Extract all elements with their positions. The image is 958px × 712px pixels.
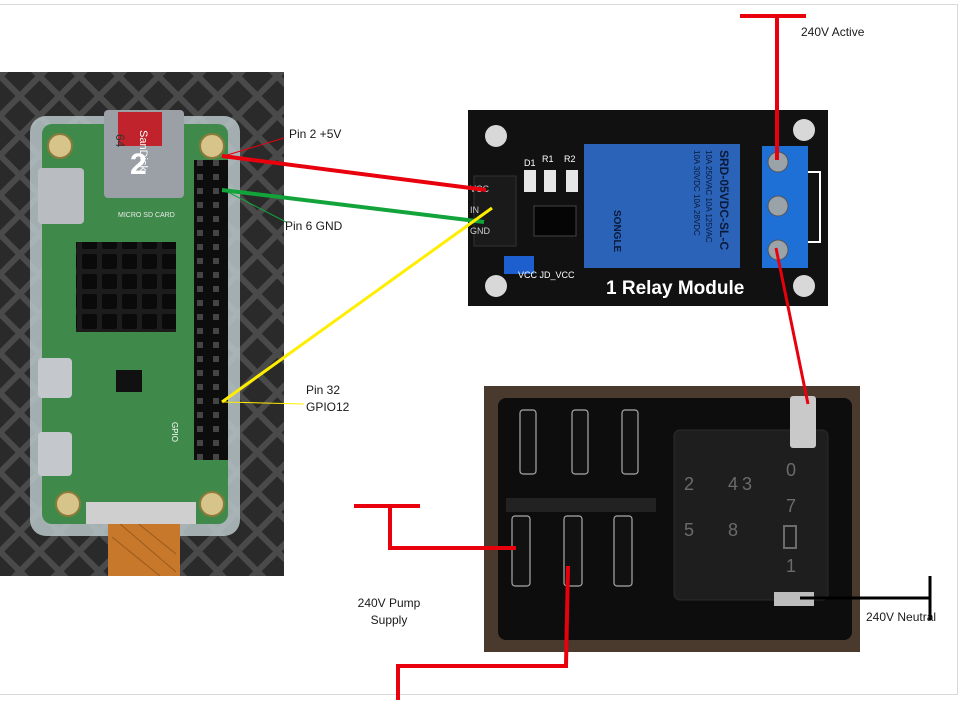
- wire-gpio: [221, 206, 493, 404]
- wire-5v: [221, 154, 487, 192]
- switch-num-5: 5: [684, 520, 694, 540]
- switch-bar: [506, 498, 656, 512]
- standoff-tl: [47, 133, 73, 159]
- switch-num-4: 4: [728, 474, 738, 494]
- label-pin32-line1: Pin 32: [306, 383, 341, 397]
- led-d1: [524, 170, 536, 192]
- gpio-label: GPIO: [170, 422, 179, 442]
- terminal-screw-2: [767, 195, 789, 217]
- mount-hole-br: [793, 275, 815, 297]
- switch-num-2: 2: [684, 474, 694, 494]
- relay-pin-gnd: GND: [470, 226, 491, 236]
- optocoupler: [533, 205, 577, 237]
- frame-top: [0, 4, 958, 5]
- label-active: 240V Active: [801, 25, 865, 39]
- mount-hole-bl: [485, 275, 507, 297]
- label-neutral: 240V Neutral: [866, 610, 937, 624]
- resistor-r1: [544, 170, 556, 192]
- label-pin6: Pin 6 GND: [285, 219, 343, 233]
- label-pump-line1: 240V Pump: [357, 596, 421, 610]
- sd-card-number: 2: [130, 148, 147, 181]
- leader-pin6: [223, 189, 287, 223]
- switch-num-8: 8: [728, 520, 738, 540]
- jumper-label: VCC JD_VCC: [518, 270, 575, 280]
- standoff-br: [199, 491, 225, 517]
- label-pin32-line2: GPIO12: [306, 400, 350, 414]
- gpio-header: [194, 160, 228, 460]
- resistor-r2: [566, 170, 578, 192]
- label-pump-line2: Supply: [370, 613, 408, 627]
- switch-symbol: [783, 525, 797, 549]
- camera-connector: [86, 502, 196, 524]
- relay-rating-1: 10A 250VAC 10A 125VAC: [704, 150, 713, 243]
- spade-terminal: [790, 396, 816, 448]
- relay-title: 1 Relay Module: [606, 278, 744, 299]
- chip: [116, 370, 142, 392]
- wire-pump-bottom: [396, 565, 570, 700]
- relay-rating-2: 10A 30VDC 10A 28VDC: [692, 150, 701, 236]
- usb-port-bottom: [38, 432, 72, 476]
- sd-capacity: 64: [113, 134, 127, 148]
- usb-port-top: [38, 168, 84, 224]
- neutral-terminal: [774, 592, 814, 606]
- sd-brand: SanDisk: [137, 130, 149, 171]
- relay-module-photo: VCC IN GND D1 R1 R2 VCC JD_VCC SRD-05VDC…: [468, 110, 828, 306]
- mount-hole-tl: [485, 125, 507, 147]
- relay-brand: SONGLE: [611, 210, 622, 253]
- heatsink: [76, 242, 176, 332]
- wire-gnd: [221, 188, 485, 224]
- label-d1: D1: [524, 158, 536, 168]
- leader-pin2: [223, 137, 285, 157]
- relay-model: SRD-05VDC-SL-C: [717, 150, 731, 250]
- relay-pin-in: IN: [470, 205, 479, 215]
- jumper: [504, 256, 534, 274]
- frame-bottom: [0, 694, 958, 695]
- label-pump-supply: 240V Pump Supply: [346, 595, 432, 629]
- switch-num-7: 7: [786, 496, 796, 516]
- wire-pump-top: [388, 506, 516, 550]
- label-r1: R1: [542, 154, 554, 164]
- mount-hole-tr: [793, 119, 815, 141]
- switch-label-plate: [673, 429, 829, 601]
- terminal-outline: [808, 171, 821, 243]
- switch-num-0: 0: [786, 460, 796, 480]
- usb-port-mid: [38, 358, 72, 398]
- leader-pin32: [223, 401, 305, 405]
- standoff-tr: [199, 133, 225, 159]
- switch-num-3: 3: [742, 474, 752, 494]
- label-pin32: Pin 32 GPIO12: [306, 382, 349, 416]
- standoff-bl: [55, 491, 81, 517]
- switch-num-1: 1: [786, 556, 796, 576]
- sd-card-label: MICRO SD CARD: [118, 212, 175, 219]
- wire-relay-switch: [774, 247, 810, 405]
- switch-photo: 2 5 4 8 3 0 7 1: [484, 386, 860, 652]
- relay-body: [584, 144, 740, 268]
- label-r2: R2: [564, 154, 576, 164]
- label-pin2: Pin 2 +5V: [289, 127, 342, 141]
- sd-card: [118, 112, 162, 146]
